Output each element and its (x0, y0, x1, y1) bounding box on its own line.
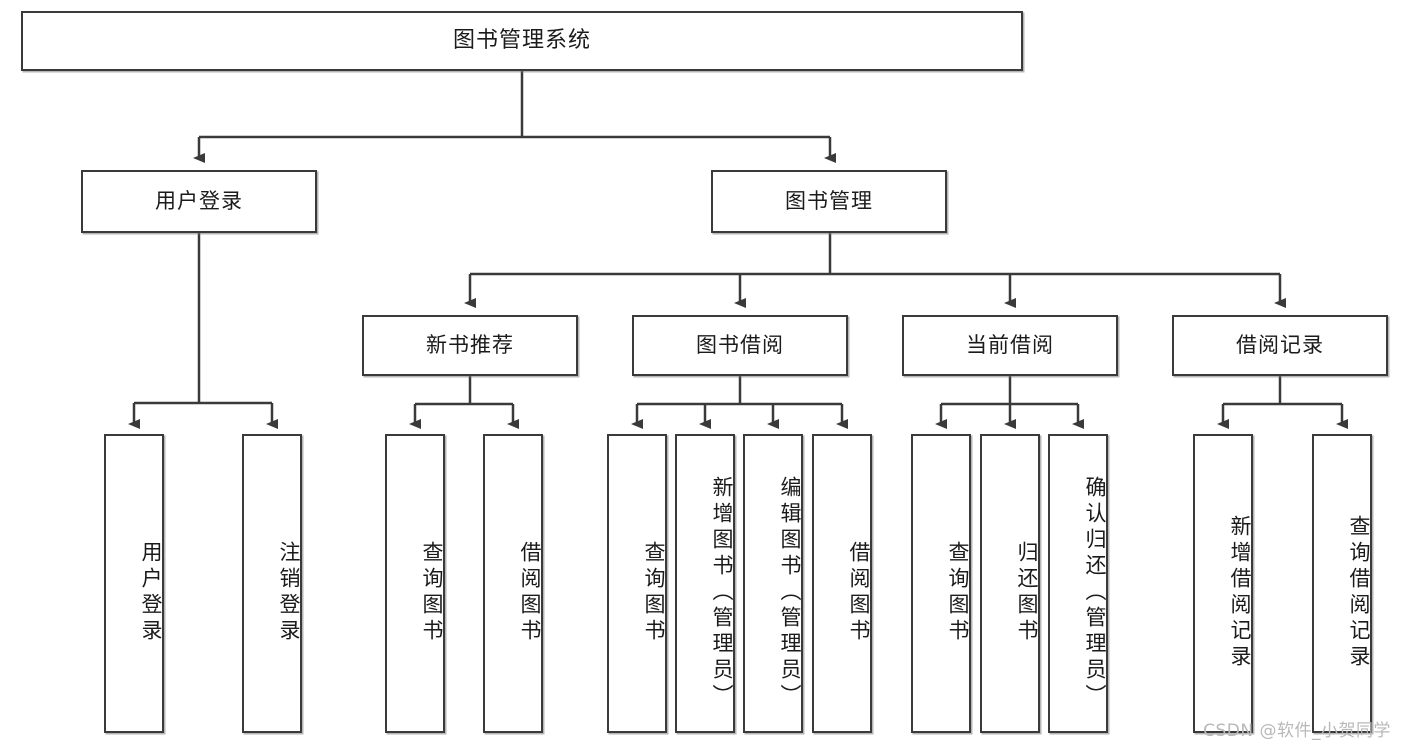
leaf-query-borrow-record[interactable]: 查询借阅记录 (1312, 434, 1372, 733)
node-label: 图书借阅 (696, 332, 784, 357)
leaf-borrow-book-new-recommend[interactable]: 借阅图书 (483, 434, 543, 733)
node-label: 新增借阅记录 (1228, 514, 1252, 671)
node-label: 图书管理系统 (452, 27, 591, 53)
node-label: 查询图书 (642, 540, 666, 645)
node-user-login[interactable]: 用户登录 (81, 170, 317, 233)
node-label: 新增图书（管理员） (710, 475, 734, 710)
node-book-management-system[interactable]: 图书管理系统 (21, 11, 1023, 71)
leaf-add-borrow-record[interactable]: 新增借阅记录 (1193, 434, 1253, 733)
node-label: 查询图书 (946, 540, 970, 645)
node-label: 图书管理 (785, 188, 873, 213)
leaf-query-book-current[interactable]: 查询图书 (911, 434, 971, 733)
leaf-logout-login[interactable]: 注销登录 (242, 434, 302, 733)
node-new-book-recommend[interactable]: 新书推荐 (362, 315, 578, 376)
csdn-watermark: CSDN @软件_小贺同学 (1203, 721, 1391, 741)
node-book-management[interactable]: 图书管理 (711, 170, 947, 233)
leaf-add-book-admin[interactable]: 新增图书（管理员） (675, 434, 735, 733)
node-label: 借阅图书 (518, 540, 542, 645)
node-borrow-record[interactable]: 借阅记录 (1172, 315, 1388, 376)
leaf-edit-book-admin[interactable]: 编辑图书（管理员） (743, 434, 803, 733)
leaf-user-login[interactable]: 用户登录 (104, 434, 164, 733)
node-current-borrow[interactable]: 当前借阅 (902, 315, 1118, 376)
leaf-return-book[interactable]: 归还图书 (980, 434, 1040, 733)
node-label: 确认归还（管理员） (1083, 475, 1107, 710)
node-label: 新书推荐 (426, 332, 514, 357)
node-label: 归还图书 (1015, 540, 1039, 645)
leaf-query-book-new-recommend[interactable]: 查询图书 (385, 434, 445, 733)
node-label: 编辑图书（管理员） (778, 475, 802, 710)
node-label: 注销登录 (277, 540, 301, 645)
leaf-borrow-book-borrow[interactable]: 借阅图书 (812, 434, 872, 733)
leaf-confirm-return-admin[interactable]: 确认归还（管理员） (1048, 434, 1108, 733)
node-label: 用户登录 (139, 540, 163, 645)
node-label: 借阅记录 (1236, 332, 1324, 357)
node-label: 借阅图书 (847, 540, 871, 645)
leaf-query-book-borrow[interactable]: 查询图书 (607, 434, 667, 733)
node-label: 用户登录 (155, 188, 243, 213)
node-label: 当前借阅 (966, 332, 1054, 357)
node-label: 查询借阅记录 (1347, 514, 1371, 671)
node-book-borrow[interactable]: 图书借阅 (632, 315, 848, 376)
node-label: 查询图书 (420, 540, 444, 645)
